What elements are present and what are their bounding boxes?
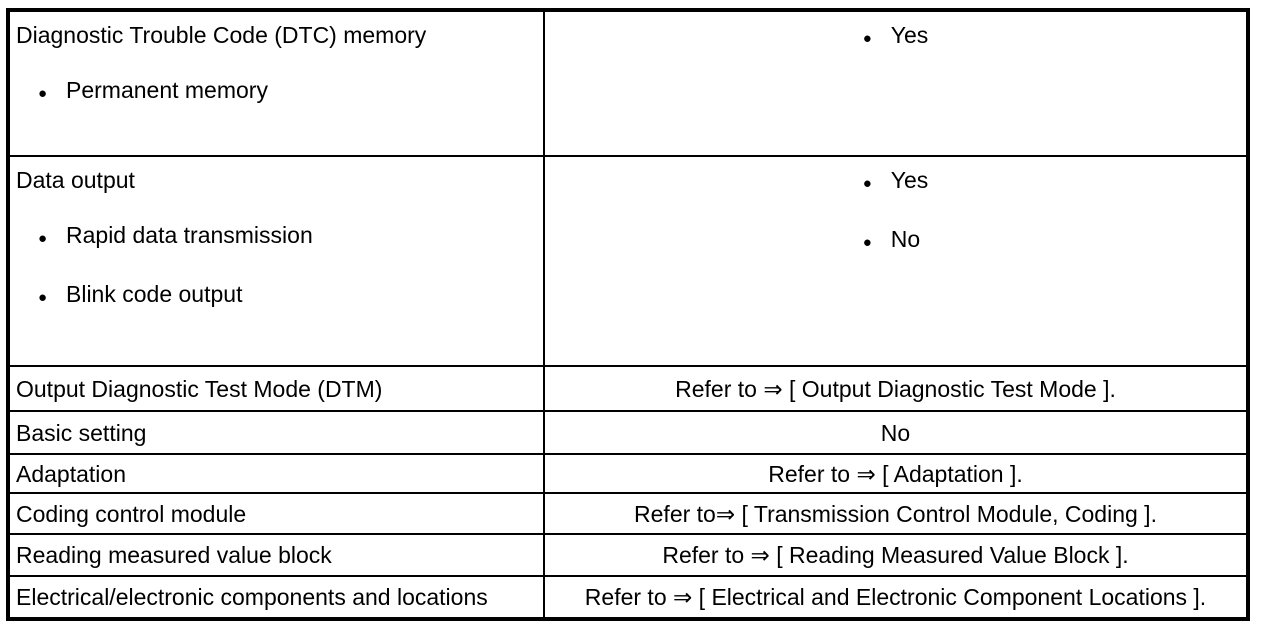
bullet-icon: ● bbox=[38, 85, 48, 102]
bullet-icon: ● bbox=[38, 230, 48, 247]
table-row-label-electrical-components: Electrical/electronic components and loc… bbox=[10, 577, 545, 617]
row-title: Diagnostic Trouble Code (DTC) memory bbox=[16, 22, 427, 48]
refer-to-text: Refer to ⇒ [ Reading Measured Value Bloc… bbox=[662, 542, 1129, 568]
bullet-icon: ● bbox=[862, 234, 872, 251]
table-row-label-data-output: Data output ● Rapid data transmission ● … bbox=[10, 157, 545, 367]
table-row-value-data-output: ● Yes ● No bbox=[545, 157, 1246, 367]
bullet-item: ● Permanent memory bbox=[38, 76, 537, 108]
table-row-label-coding-control-module: Coding control module bbox=[10, 494, 545, 535]
bullet-text: Yes bbox=[890, 167, 929, 193]
row-title: Output Diagnostic Test Mode (DTM) bbox=[16, 375, 383, 402]
bullet-item: ● No bbox=[863, 225, 929, 257]
value-bullet-list: ● Yes ● No bbox=[863, 166, 929, 257]
bullet-text: Rapid data transmission bbox=[66, 222, 313, 248]
row-title: Coding control module bbox=[16, 500, 247, 527]
table-row-value-adaptation: Refer to ⇒ [ Adaptation ]. bbox=[545, 455, 1246, 494]
refer-to-text: Refer to⇒ [ Transmission Control Module,… bbox=[634, 500, 1157, 527]
bullet-item: ● Blink code output bbox=[38, 280, 537, 312]
row-title: Adaptation bbox=[16, 460, 126, 487]
bullet-text: No bbox=[890, 226, 921, 252]
diagnostic-functions-table: Diagnostic Trouble Code (DTC) memory ● P… bbox=[6, 8, 1250, 621]
table-row-value-electrical-components: Refer to ⇒ [ Electrical and Electronic C… bbox=[545, 577, 1246, 617]
bullet-item: ● Yes bbox=[863, 166, 929, 198]
table-row-label-basic-setting: Basic setting bbox=[10, 412, 545, 455]
bullet-icon: ● bbox=[862, 30, 872, 47]
table-row-label-adaptation: Adaptation bbox=[10, 455, 545, 494]
bullet-item: ● Yes bbox=[863, 21, 929, 53]
table-row-label-dtc-memory: Diagnostic Trouble Code (DTC) memory ● P… bbox=[10, 12, 545, 157]
table-row-value-output-dtm: Refer to ⇒ [ Output Diagnostic Test Mode… bbox=[545, 367, 1246, 412]
bullet-text: Permanent memory bbox=[66, 77, 268, 103]
bullet-item: ● Rapid data transmission bbox=[38, 221, 537, 253]
table-row-value-reading-measured-value-block: Refer to ⇒ [ Reading Measured Value Bloc… bbox=[545, 535, 1246, 577]
table-grid: Diagnostic Trouble Code (DTC) memory ● P… bbox=[10, 12, 1246, 617]
value-text: No bbox=[880, 419, 911, 446]
refer-to-text: Refer to ⇒ [ Adaptation ]. bbox=[768, 460, 1023, 487]
table-row-label-reading-measured-value-block: Reading measured value block bbox=[10, 535, 545, 577]
table-row-value-dtc-memory: ● Yes bbox=[545, 12, 1246, 157]
table-row-label-output-dtm: Output Diagnostic Test Mode (DTM) bbox=[10, 367, 545, 412]
bullet-icon: ● bbox=[862, 175, 872, 192]
refer-to-text: Refer to ⇒ [ Output Diagnostic Test Mode… bbox=[675, 375, 1116, 402]
table-row-value-basic-setting: No bbox=[545, 412, 1246, 455]
value-bullet-list: ● Yes bbox=[863, 21, 929, 53]
bullet-text: Blink code output bbox=[66, 281, 243, 307]
row-title: Reading measured value block bbox=[16, 542, 332, 568]
refer-to-text: Refer to ⇒ [ Electrical and Electronic C… bbox=[584, 584, 1207, 610]
bullet-text: Yes bbox=[890, 22, 929, 48]
bullet-icon: ● bbox=[38, 289, 48, 306]
row-title: Electrical/electronic components and loc… bbox=[16, 584, 488, 610]
table-row-value-coding-control-module: Refer to⇒ [ Transmission Control Module,… bbox=[545, 494, 1246, 535]
row-title: Basic setting bbox=[16, 419, 147, 446]
row-title: Data output bbox=[16, 167, 135, 193]
